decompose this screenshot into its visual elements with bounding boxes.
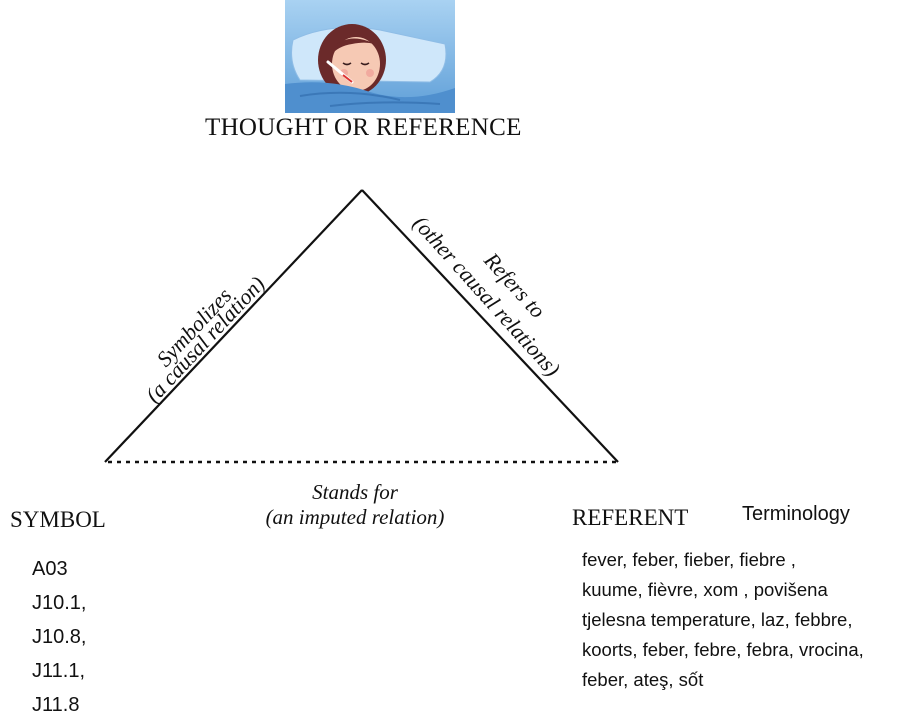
referent-heading: REFERENT — [572, 505, 689, 530]
triangle-left-edge — [104, 189, 363, 463]
symbol-code: J11.8 — [32, 694, 80, 716]
bottom-edge-sublabel: (an imputed relation) — [265, 505, 445, 529]
symbol-code: A03 — [32, 558, 68, 580]
symbol-code: J10.1, — [32, 592, 87, 614]
symbol-code: J10.8, — [32, 626, 87, 648]
symbol-heading: SYMBOL — [10, 507, 106, 532]
bottom-edge-label: Stands for — [312, 480, 398, 504]
thought-or-reference-title: THOUGHT OR REFERENCE — [205, 114, 522, 141]
terminology-label: Terminology — [742, 503, 850, 525]
triangle-right-edge — [361, 189, 619, 463]
bottom-edge-label-block: Stands for (an imputed relation) — [235, 480, 475, 530]
left-edge-sublabel: (a causal relation) — [140, 271, 269, 407]
symbol-code: J11.1, — [32, 660, 85, 682]
referent-terms-text: fever, feber, fieber, fiebre , kuume, fi… — [582, 549, 864, 690]
symbol-codes-list: A03 J10.1, J10.8, J11.1, J11.8 — [32, 552, 86, 722]
